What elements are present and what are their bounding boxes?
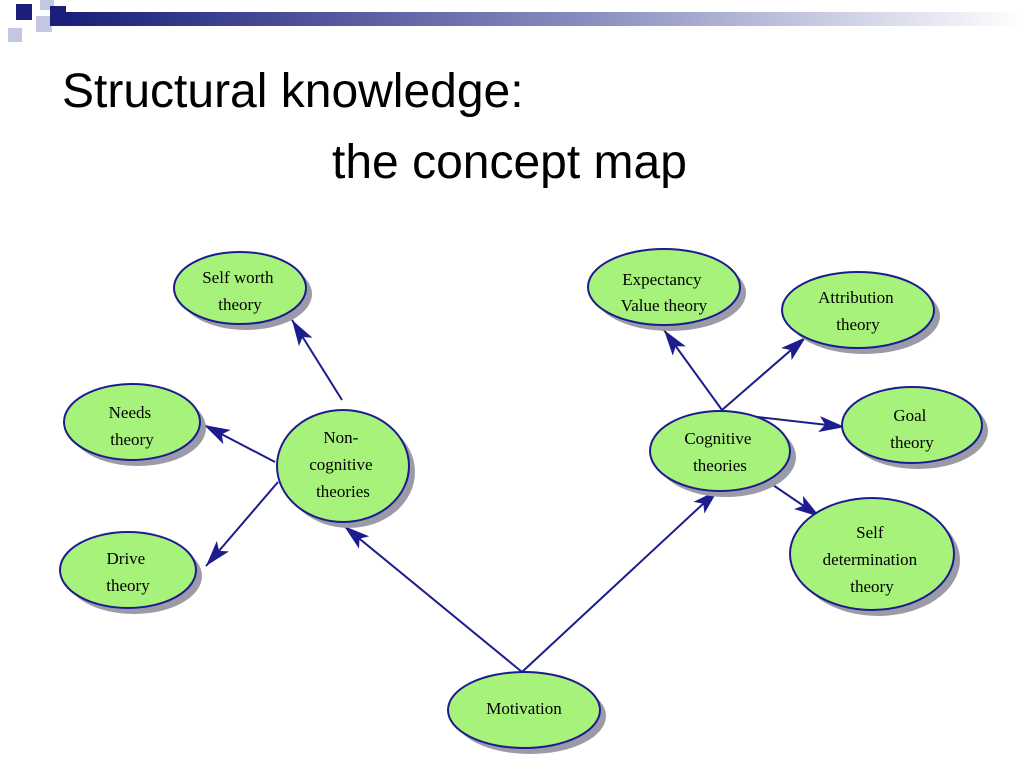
svg-text:Non- cognitive the: Non- cognitive theories (309, 428, 377, 501)
node-label: Attribution (818, 288, 894, 307)
link-cognitive-to-attribution (721, 336, 807, 411)
node-label: determination (823, 550, 918, 569)
node-label: Self worth (202, 268, 274, 287)
node-label: Cognitive (684, 429, 751, 448)
svg-text:Self determination: Self determination theory (823, 523, 922, 596)
node-label: Expectancy (622, 270, 702, 289)
node-expectancy-value-theory: Expectancy Value theory (587, 248, 746, 331)
node-goal-theory: Goal theory (841, 386, 988, 469)
node-drive-theory: Drive theory (59, 531, 202, 614)
node-label: Non- (323, 428, 358, 447)
header-decoration (8, 0, 1024, 42)
node-label: theory (110, 430, 154, 449)
slide-title: Structural knowledge: (62, 65, 524, 118)
svg-text:Goal theory: Goal theory (890, 406, 934, 452)
node-label: Goal (893, 406, 926, 425)
link-motivation-to-cognitive (521, 489, 719, 673)
node-label: theory (106, 576, 150, 595)
node-label: theory (836, 315, 880, 334)
node-label: Self (856, 523, 884, 542)
svg-text:Drive theory: Drive theory (106, 549, 150, 595)
node-label: theory (890, 433, 934, 452)
link-non-cognitive-to-needs (203, 424, 276, 463)
link-non-cognitive-to-self-worth (291, 319, 343, 401)
node-cognitive-theories: Cognitive theories (649, 410, 796, 497)
slide-subtitle: the concept map (332, 136, 687, 189)
svg-text:Self worth theory: Self worth theory (202, 268, 278, 314)
svg-text:Attribution theory: Attribution theory (818, 288, 898, 334)
node-needs-theory: Needs theory (63, 383, 206, 466)
node-label: Value theory (621, 296, 708, 315)
node-label: theories (316, 482, 370, 501)
node-non-cognitive-theories: Non- cognitive theories (276, 409, 415, 528)
link-cognitive-to-self-determination (769, 482, 821, 518)
node-label: cognitive (309, 455, 372, 474)
node-label: theory (218, 295, 262, 314)
svg-text:Needs theory: Needs theory (109, 403, 156, 449)
link-cognitive-to-expectancy (663, 329, 723, 411)
link-motivation-to-non-cognitive (343, 525, 523, 673)
node-label: theories (693, 456, 747, 475)
svg-text:Expectancy Value theory: Expectancy Value theory (621, 270, 708, 315)
svg-text:Motivation: Motivation (486, 699, 562, 718)
node-motivation: Motivation (447, 671, 606, 754)
link-non-cognitive-to-drive (205, 481, 279, 567)
node-self-worth-theory: Self worth theory (173, 251, 312, 330)
svg-text:Cognitive theories: Cognitive theories (684, 429, 755, 475)
node-attribution-theory: Attribution theory (781, 271, 940, 354)
node-label: Needs (109, 403, 151, 422)
node-label: Motivation (486, 699, 562, 718)
node-label: theory (850, 577, 894, 596)
node-self-determination-theory: Self determination theory (789, 497, 960, 616)
node-label: Drive (107, 549, 146, 568)
